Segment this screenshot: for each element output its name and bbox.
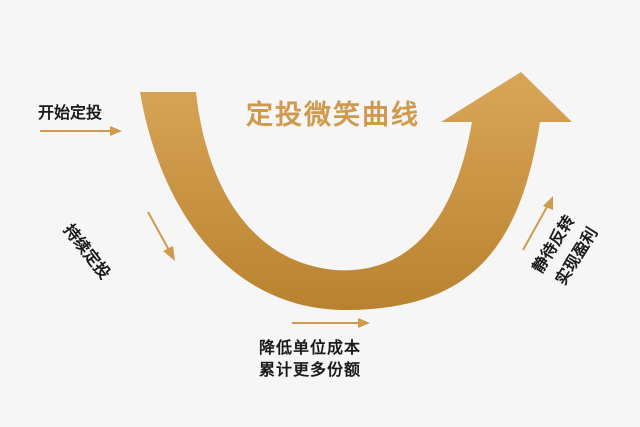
start-arrow [40, 126, 122, 136]
diagram-title: 定投微笑曲线 [246, 100, 420, 131]
continue-arrow [147, 211, 175, 261]
label-more-shares: 累计更多份额 [259, 360, 362, 379]
label-start: 开始定投 [38, 103, 103, 122]
label-lower-cost: 降低单位成本 [259, 338, 362, 357]
profit-arrow [522, 196, 553, 251]
smile-curve-arrow [140, 72, 572, 311]
bottom-arrow [292, 318, 370, 328]
